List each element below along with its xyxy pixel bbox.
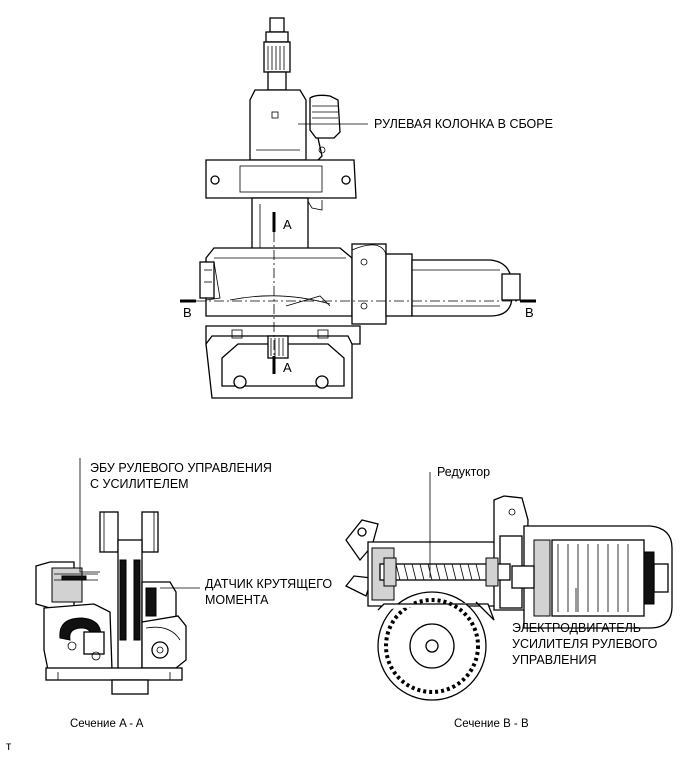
section-a-drawing [35, 511, 187, 695]
ecu-label-line1: ЭБУ РУЛЕВОГО УПРАВЛЕНИЯ [90, 461, 272, 475]
torque-sensor-label-line1: ДАТЧИК КРУТЯЩЕГО [205, 577, 332, 591]
section-b-caption: Сечение B - B [454, 718, 529, 730]
section-a-caption: Сечение A - A [70, 718, 144, 730]
corner-mark: т [6, 741, 12, 753]
column-assembly-drawing [199, 17, 521, 399]
motor-label-line1: ЭЛЕКТРОДВИГАТЕЛЬ [512, 621, 641, 635]
section-mark-b-left: B [183, 305, 192, 320]
section-mark-a-top: A [283, 217, 292, 232]
motor-label-line2: УСИЛИТЕЛЯ РУЛЕВОГО [512, 637, 658, 651]
section-mark-a-bottom: A [283, 360, 292, 375]
motor-label-line3: УПРАВЛЕНИЯ [512, 653, 597, 667]
reducer-label: Редуктор [437, 465, 490, 479]
ecu-leader [79, 458, 100, 573]
section-mark-b-right: B [525, 305, 534, 320]
column-assembly-label: РУЛЕВАЯ КОЛОНКА В СБОРЕ [374, 117, 553, 131]
torque-sensor-label-line2: МОМЕНТА [205, 593, 269, 607]
section-b-drawing [344, 495, 673, 701]
ecu-label-line2: С УСИЛИТЕЛЕМ [90, 477, 189, 491]
